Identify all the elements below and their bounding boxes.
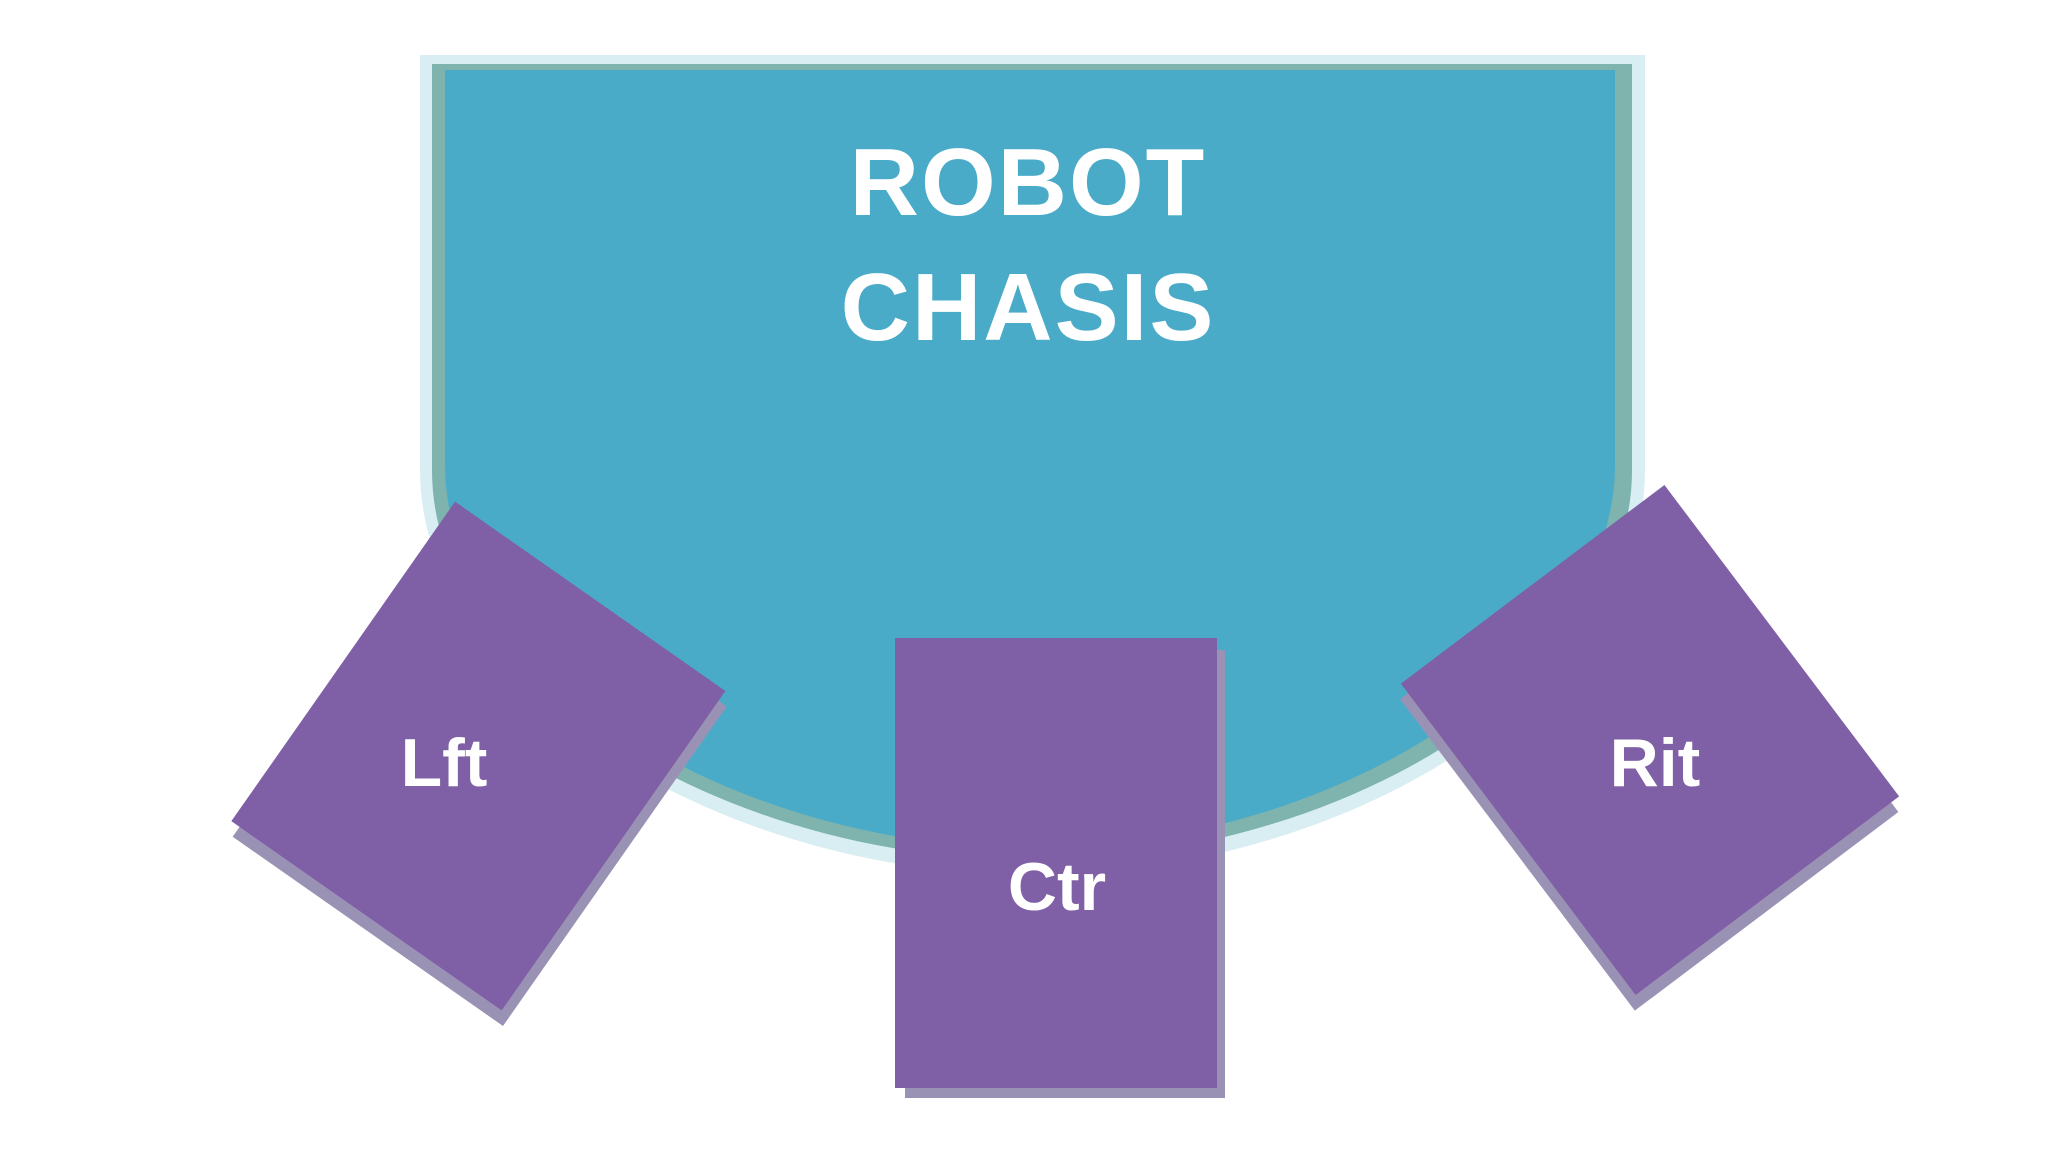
sensor-right xyxy=(1400,484,1900,1011)
sensor-left-body xyxy=(231,501,726,1011)
sensor-right-label: Rit xyxy=(1610,725,1701,801)
sensor-left-label: Lft xyxy=(401,725,488,801)
chassis-title-line1: ROBOT xyxy=(850,129,1207,236)
sensor-right-body xyxy=(1400,484,1900,996)
sensor-center-body xyxy=(895,638,1217,1088)
sensor-left xyxy=(231,501,727,1026)
chassis-body xyxy=(445,70,1615,848)
chassis-title-line2: CHASIS xyxy=(841,254,1216,361)
sensor-center-label: Ctr xyxy=(1008,849,1106,925)
